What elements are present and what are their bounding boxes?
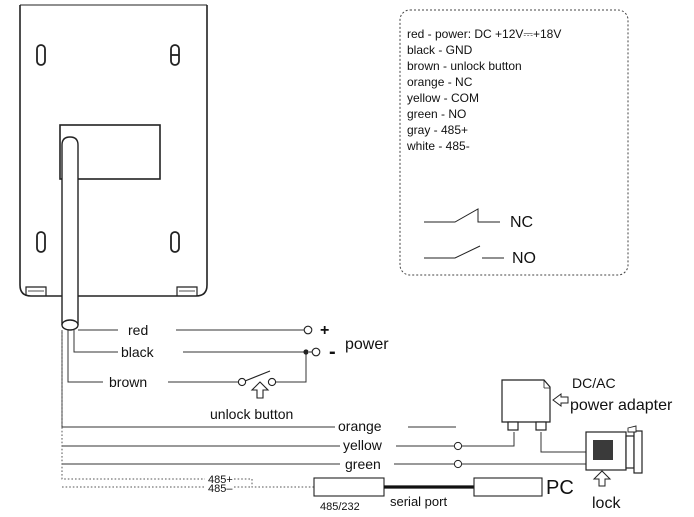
power-adapter-label: power adapter: [570, 397, 673, 414]
reader-device: [19, 4, 208, 297]
legend-item: red - power: DC +12V⎓+18V: [407, 27, 561, 41]
serial-port-label: serial port: [390, 494, 447, 509]
electric-lock: [585, 425, 643, 487]
no-symbol: [424, 245, 504, 259]
unlock-button-switch: [237, 370, 277, 399]
cable: [61, 136, 79, 331]
lock-label: lock: [592, 495, 621, 512]
converter-label: 485/232: [320, 501, 360, 513]
lock-terminals: [453, 441, 463, 469]
no-label: NO: [512, 250, 536, 267]
wire-label-green: green: [345, 456, 381, 472]
legend-item: yellow - COM: [407, 91, 479, 105]
nc-label: NC: [510, 214, 533, 231]
wire-label-485-minus: 485–: [208, 483, 233, 495]
power-label: power: [345, 336, 389, 353]
wire-label-orange: orange: [338, 418, 382, 434]
terminal-minus-label: -: [329, 341, 336, 363]
legend-item: orange - NC: [407, 75, 473, 89]
unlock-button-label: unlock button: [210, 406, 293, 422]
legend-item: green - NO: [407, 107, 466, 121]
dc-ac-label: DC/AC: [572, 375, 616, 391]
wire-label-brown: brown: [109, 374, 147, 390]
serial-path: [313, 477, 543, 497]
power-terminals: [303, 325, 321, 357]
terminal-plus-label: +: [320, 322, 329, 339]
legend-item: gray - 485+: [407, 123, 468, 137]
nc-symbol: [424, 208, 500, 223]
wire-label-485-plus: 485+: [208, 474, 233, 486]
lock-wires: [462, 432, 597, 465]
power-adapter: [501, 379, 569, 431]
legend-item: white - 485-: [406, 139, 470, 153]
wire-label-black: black: [121, 344, 155, 360]
wire-label-yellow: yellow: [343, 437, 383, 453]
wire-label-red: red: [128, 322, 148, 338]
pc-label: PC: [546, 477, 574, 499]
rs485-wires: [61, 330, 314, 488]
legend-box: [399, 9, 629, 276]
wires: [61, 329, 456, 465]
legend-item: black - GND: [407, 43, 473, 57]
mounting-holes: [36, 44, 180, 253]
legend-list: red - power: DC +12V⎓+18V black - GND br…: [406, 27, 561, 153]
legend-item: brown - unlock button: [407, 59, 522, 73]
